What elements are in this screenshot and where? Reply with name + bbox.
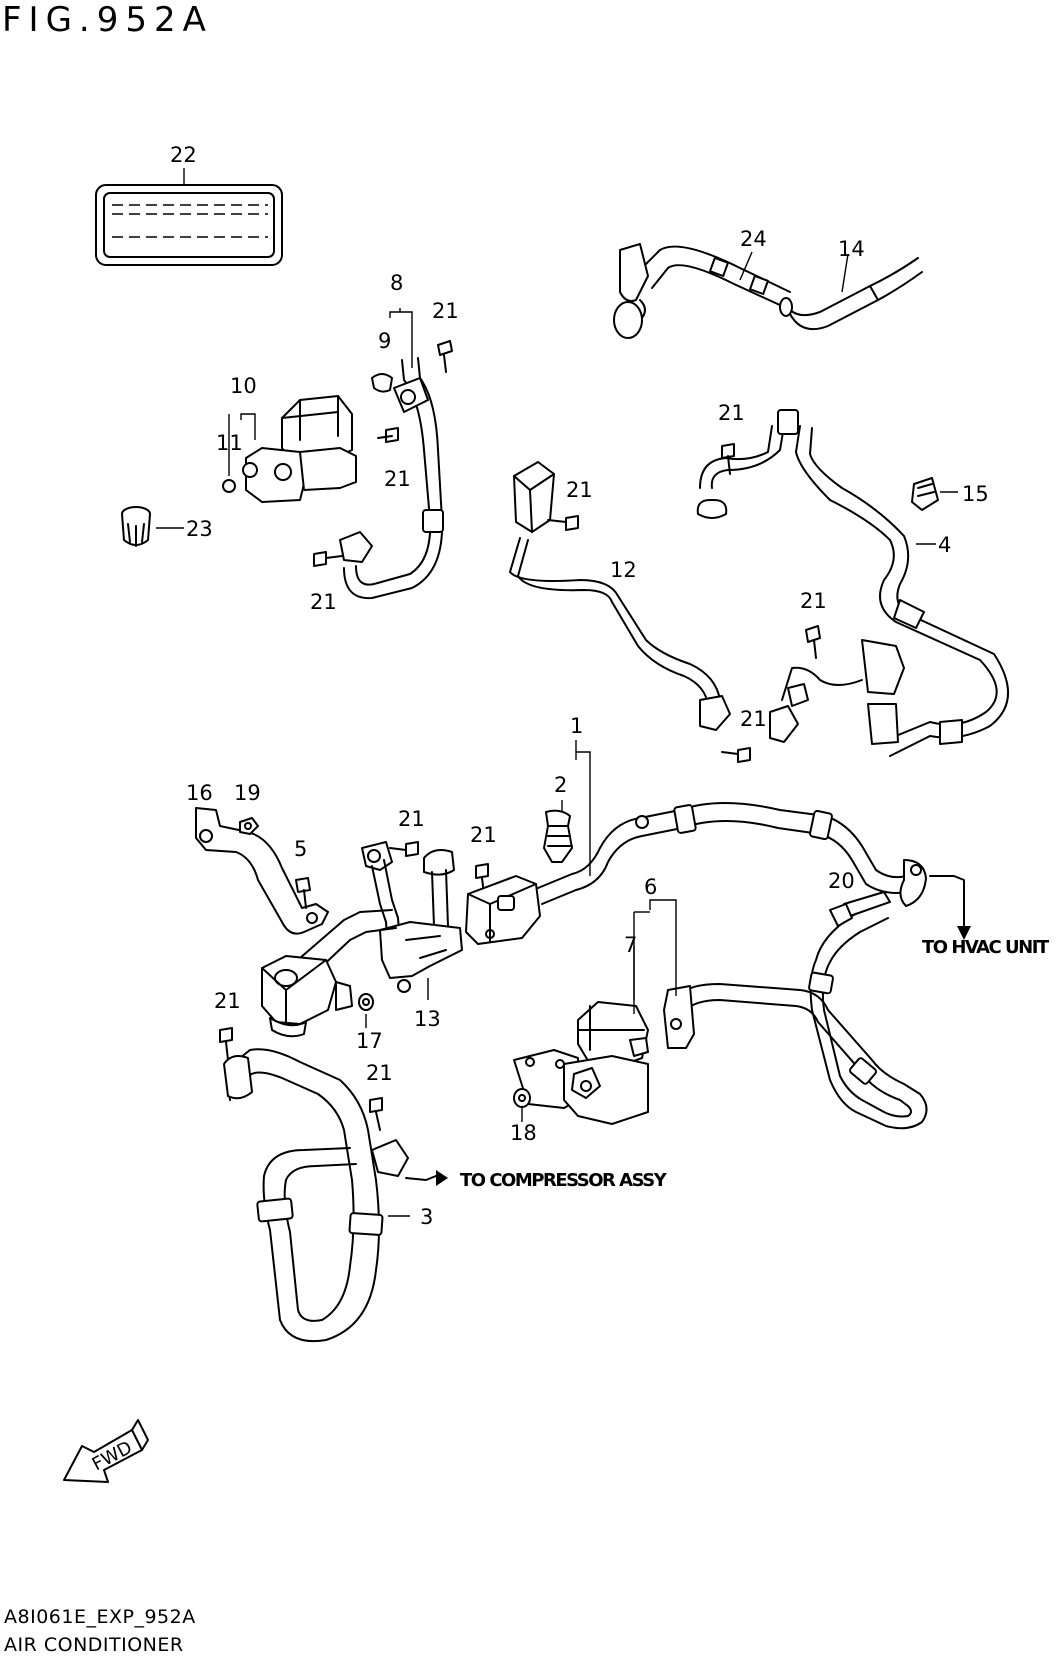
callout-number: 21 — [470, 823, 497, 847]
callout-number: 21 — [214, 989, 241, 1013]
callout-number: 4 — [938, 533, 951, 557]
hose-6 — [663, 891, 928, 1130]
callout-number: 3 — [420, 1205, 433, 1229]
callout-number: 21 — [432, 299, 459, 323]
figure-title: FIG.952A — [2, 0, 213, 40]
bolt-21 — [437, 340, 453, 373]
bolt-21 — [547, 515, 579, 531]
hose-4 — [696, 409, 1009, 757]
callout-number: 14 — [838, 237, 865, 261]
grommet-plug — [121, 506, 151, 547]
callout-number: 5 — [294, 837, 307, 861]
callout-number: 21 — [566, 478, 593, 502]
bracket-16 — [195, 807, 329, 935]
label-plate — [95, 184, 283, 266]
hose-8 — [339, 357, 444, 600]
nut-17 — [358, 993, 374, 1011]
callout-number: 21 — [718, 401, 745, 425]
hose-3 — [223, 1048, 409, 1342]
callout-number: 6 — [644, 875, 657, 899]
callout-number: 12 — [610, 558, 637, 582]
callout-number: 2 — [554, 773, 567, 797]
receiver-dryer — [513, 1001, 649, 1125]
callout-number: 10 — [230, 374, 257, 398]
bolt-21 — [805, 625, 821, 659]
compressor-fitting — [261, 955, 353, 1038]
nut-18 — [513, 1088, 531, 1108]
bolt-21 — [377, 427, 399, 443]
pipe-13 — [299, 841, 463, 993]
callout-number: 21 — [384, 467, 411, 491]
callout-number: 22 — [170, 143, 197, 167]
compressor-note: TO COMPRESSOR ASSY — [460, 1170, 668, 1191]
hose-12 — [509, 461, 731, 731]
callout-number: 16 — [186, 781, 213, 805]
callout-number: 24 — [740, 227, 767, 251]
callout-number: 23 — [186, 517, 213, 541]
hose-24 — [613, 243, 791, 339]
bolt-21 — [389, 841, 419, 857]
hose-14 — [779, 257, 923, 330]
o-ring — [222, 479, 236, 493]
hose-clip — [911, 477, 939, 511]
hose-1 — [465, 802, 927, 945]
callout-number: 21 — [740, 707, 767, 731]
callout-number: 21 — [800, 589, 827, 613]
callout-number: 21 — [310, 590, 337, 614]
hvac-note: TO HVAC UNIT — [922, 937, 1050, 958]
callout-number: 1 — [570, 714, 583, 738]
figure-code: A8I061E_EXP_952A — [4, 1606, 196, 1628]
callout-number: 21 — [398, 807, 425, 831]
callout-number: 17 — [356, 1029, 383, 1053]
callout-number: 7 — [624, 933, 637, 957]
callout-number: 18 — [510, 1121, 537, 1145]
bolt-5 — [295, 877, 311, 909]
bolt-20 — [829, 903, 853, 927]
callout-number: 19 — [234, 781, 261, 805]
callout-number: 13 — [414, 1007, 441, 1031]
callout-number: 15 — [962, 482, 989, 506]
figure-name: AIR CONDITIONER — [4, 1634, 184, 1656]
bolt-21 — [721, 443, 735, 475]
callout-number: 9 — [378, 329, 391, 353]
callout-number: 8 — [390, 271, 403, 295]
bolt-21 — [313, 551, 343, 567]
bolt-21 — [721, 747, 751, 763]
nut-19 — [239, 817, 259, 835]
bolt-21 — [369, 1097, 383, 1131]
expansion-valve — [242, 395, 357, 503]
bolt-21 — [219, 1027, 233, 1061]
callout-number: 20 — [828, 869, 855, 893]
callout-number: 11 — [216, 431, 243, 455]
callout-number: 21 — [366, 1061, 393, 1085]
fwd-arrow — [63, 1419, 149, 1483]
